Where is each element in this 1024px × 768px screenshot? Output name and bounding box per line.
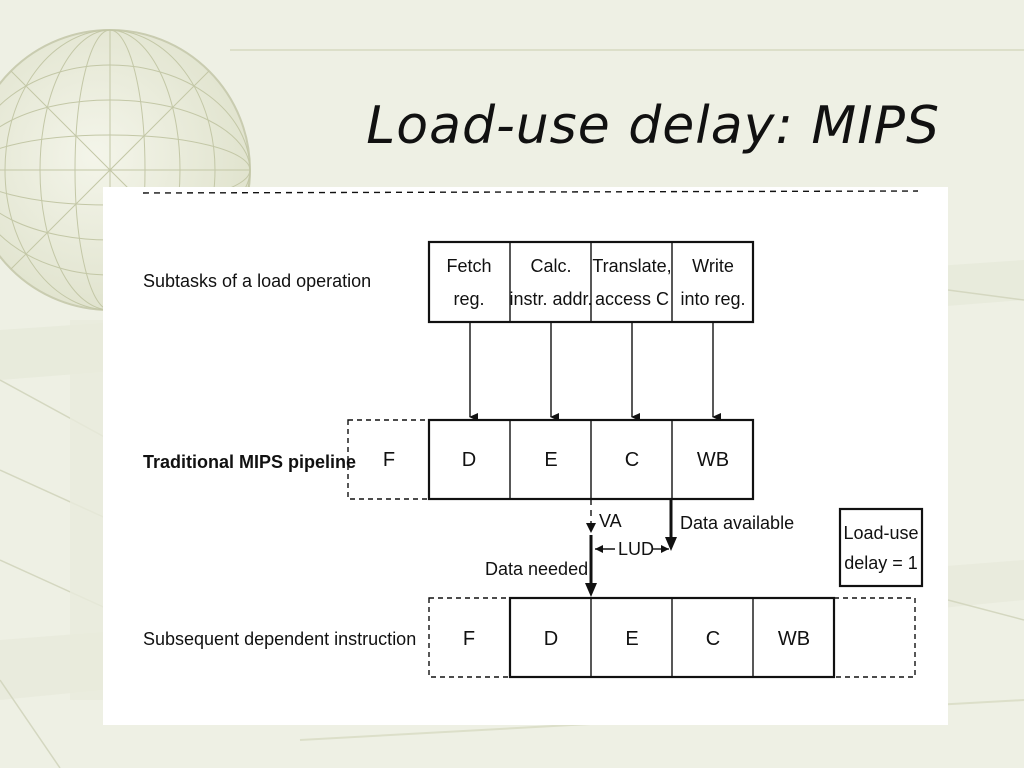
pipeline-stage-c: C (625, 449, 639, 471)
load-use-delay-box (838, 507, 924, 588)
row-label-subtasks: Subtasks of a load operation (143, 271, 371, 291)
pipeline-stage-wb: WB (697, 449, 729, 471)
pipeline-stage-d: D (462, 449, 476, 471)
load-use-delay-line2: delay = 1 (844, 553, 918, 573)
dependent-row: F D E C WB (428, 596, 916, 679)
figure-panel: Subtasks of a load operation Traditional… (103, 187, 948, 725)
slide-title: Load-use delay: MIPS (366, 96, 940, 156)
subtask-2-line2: instr. addr. (509, 289, 592, 309)
subtask-3-line2: access C (595, 289, 669, 309)
subtask-1-line2: reg. (453, 289, 484, 309)
pipeline-stage-f: F (383, 449, 395, 471)
lud-label: LUD (618, 539, 654, 559)
pipeline-row: F D E C WB (347, 418, 755, 501)
data-needed-label: Data needed (485, 559, 588, 579)
dependent-stage-c: C (706, 628, 720, 650)
row-label-dependent: Subsequent dependent instruction (143, 629, 416, 649)
lud-left-head (595, 545, 603, 553)
dependent-stage-e: E (625, 628, 638, 650)
data-available-arrow-head (665, 537, 677, 551)
dependent-stage-f: F (463, 628, 475, 650)
load-use-delay-diagram: Subtasks of a load operation Traditional… (142, 190, 924, 679)
row-label-pipeline: Traditional MIPS pipeline (143, 452, 356, 472)
subtask-1-line1: Fetch (446, 256, 491, 276)
top-dashed-rule (142, 190, 919, 194)
subtask-2-line1: Calc. (530, 256, 571, 276)
subtask-4-line2: into reg. (680, 289, 745, 309)
load-use-delay-line1: Load-use (843, 523, 918, 543)
data-needed-arrow-head (585, 583, 597, 597)
subtasks-row: Fetch reg. Calc. instr. addr. Translate,… (427, 240, 755, 324)
dependent-stage-wb: WB (778, 628, 810, 650)
dependent-stage-wb-box (833, 597, 916, 678)
data-available-label: Data available (680, 513, 794, 533)
pipeline-stage-e: E (544, 449, 557, 471)
va-label: VA (599, 511, 622, 531)
subtask-4-line1: Write (692, 256, 734, 276)
va-arrow-head (586, 523, 596, 533)
subtask-3-line1: Translate, (592, 256, 671, 276)
dependent-stage-d: D (544, 628, 558, 650)
lud-right-head (661, 545, 669, 553)
